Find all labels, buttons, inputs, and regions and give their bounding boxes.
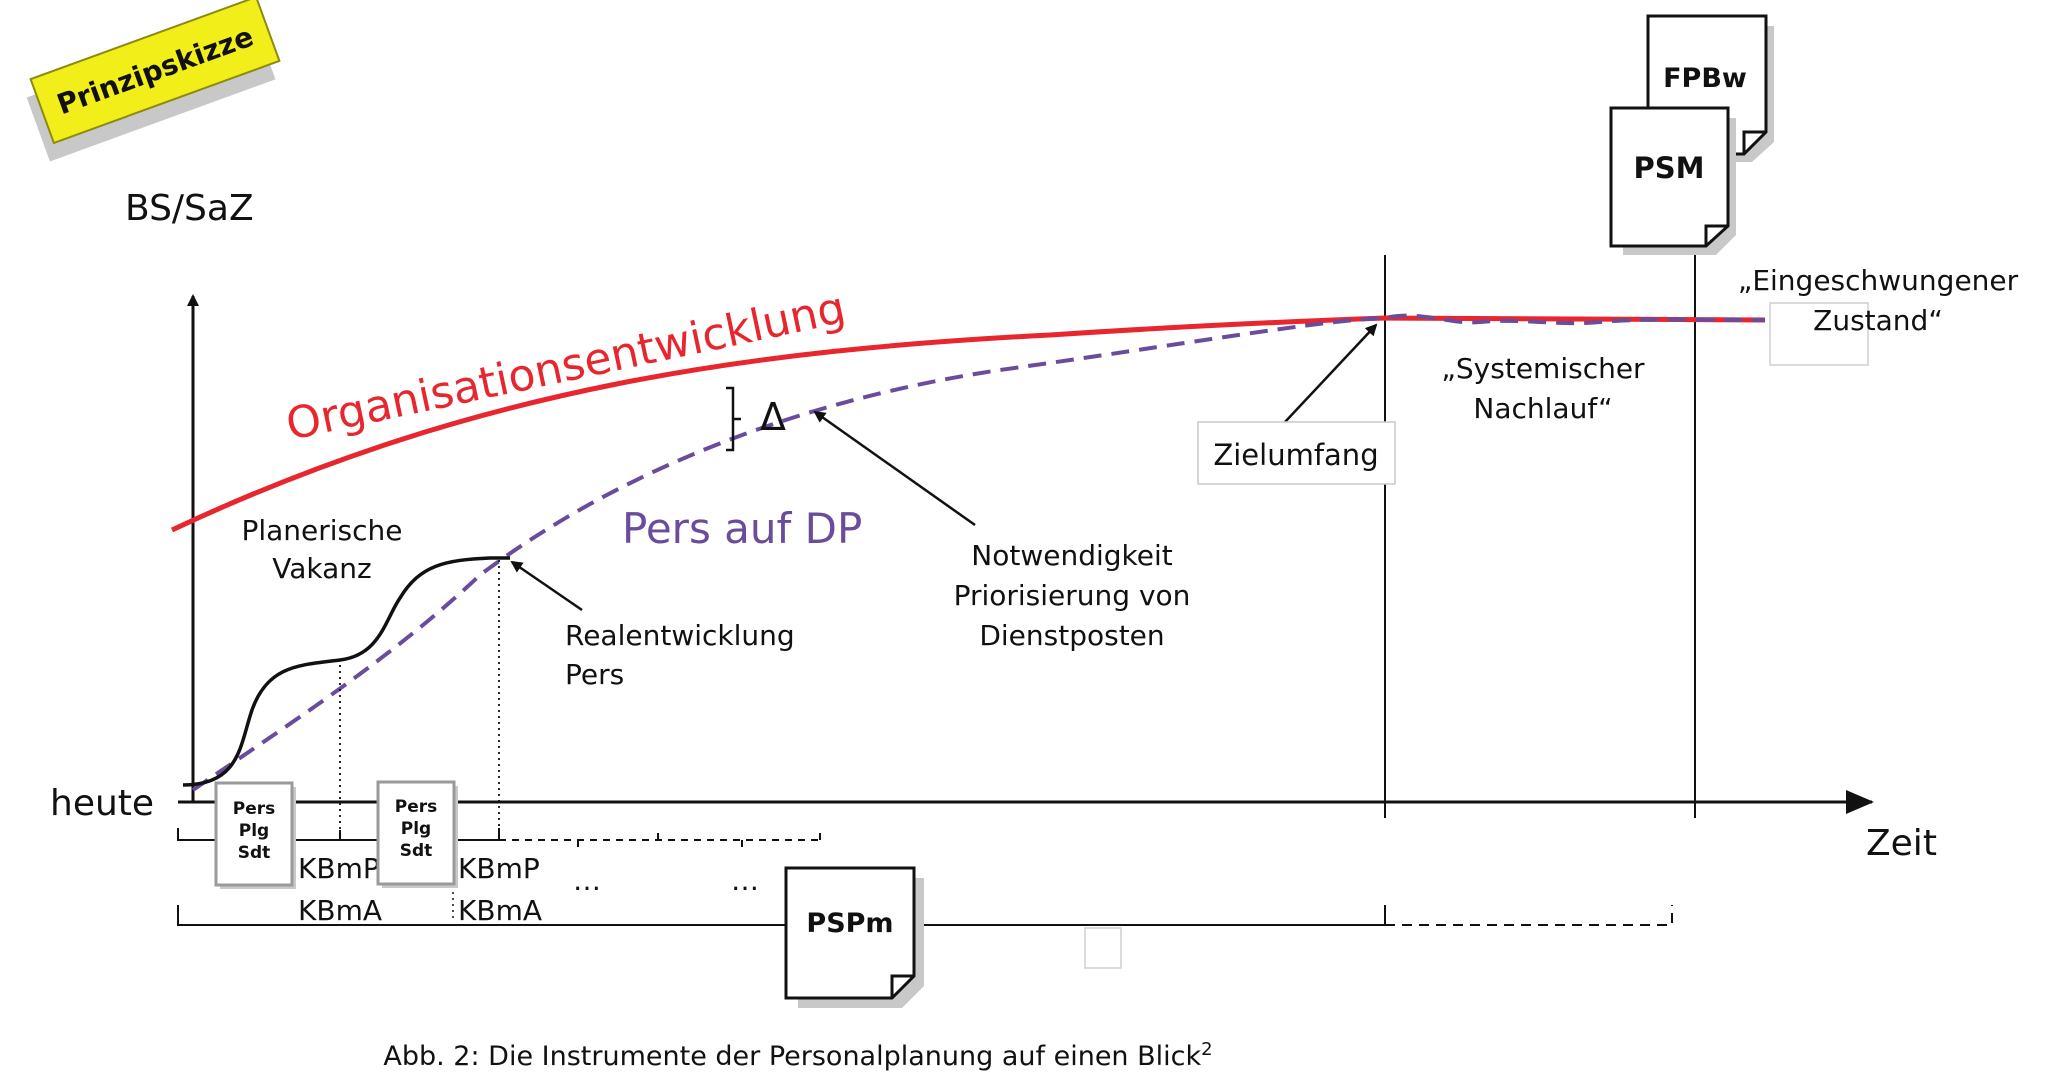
caption-text: Abb. 2: Die Instrumente der Personalplan… bbox=[383, 1041, 1201, 1072]
pers-curve bbox=[191, 313, 1766, 792]
small-empty-box bbox=[1084, 927, 1122, 969]
kbmp-label-2: KBmP bbox=[458, 852, 540, 885]
pers-curve-label: Pers auf DP bbox=[622, 504, 862, 553]
eingeschwungen-label-line-1: „Eingeschwungener bbox=[1738, 264, 2019, 297]
zielumfang-box bbox=[1197, 421, 1396, 485]
x-origin-label: heute bbox=[50, 783, 154, 824]
pspm-brace-dashed bbox=[1385, 905, 1673, 926]
systemisch-label-line-2: Nachlauf“ bbox=[1473, 392, 1612, 425]
zielumfang-label: Zielumfang bbox=[1213, 438, 1378, 472]
pspm-document: PSPm bbox=[784, 866, 924, 1008]
notwendigkeit-arrow bbox=[813, 410, 976, 527]
caption-footnote: 2 bbox=[1201, 1039, 1212, 1060]
pers-plg-2-line-1: Pers bbox=[395, 797, 438, 817]
real-curve bbox=[182, 556, 510, 787]
systemisch-label-line-1: „Systemischer bbox=[1441, 352, 1645, 385]
pers-plg-1-line-2: Plg bbox=[239, 821, 269, 841]
prinzipskizze-badge: Prinzipskizze bbox=[26, 0, 281, 162]
caption: Abb. 2: Die Instrumente der Personalplan… bbox=[383, 1039, 1212, 1072]
realentwicklung-label-line-2: Pers bbox=[565, 658, 624, 691]
kbma-label-2: KBmA bbox=[458, 894, 542, 927]
zielumfang-arrow bbox=[1284, 323, 1378, 423]
pers-plg-2-line-2: Plg bbox=[401, 819, 431, 839]
x-axis-label: Zeit bbox=[1866, 823, 1937, 864]
ellipsis-2: … bbox=[731, 864, 759, 897]
pspm-brace bbox=[177, 905, 1386, 926]
pers-plg-doc-1: Pers Plg Sdt bbox=[214, 781, 296, 889]
pspm-label: PSPm bbox=[806, 908, 893, 939]
ellipsis-1: … bbox=[573, 864, 601, 897]
kbmp-label-1: KBmP bbox=[298, 852, 380, 885]
eingeschwungen-label-line-2: Zustand“ bbox=[1813, 304, 1943, 337]
y-axis-label: BS/SaZ bbox=[125, 188, 254, 229]
delta-label: Δ bbox=[760, 395, 786, 439]
notwendigkeit-label-line-3: Dienstposten bbox=[979, 619, 1164, 652]
vakanz-label-line-2: Vakanz bbox=[272, 552, 371, 585]
pers-plg-2-line-3: Sdt bbox=[400, 841, 433, 861]
pers-plg-1-line-3: Sdt bbox=[238, 843, 271, 863]
notwendigkeit-label-line-1: Notwendigkeit bbox=[971, 539, 1172, 572]
fpbw-label: FPBw bbox=[1663, 63, 1747, 94]
delta-bracket bbox=[726, 386, 741, 452]
pers-plg-1-line-1: Pers bbox=[233, 799, 276, 819]
badge-background bbox=[29, 0, 281, 145]
psm-label: PSM bbox=[1634, 151, 1705, 185]
kbma-label-1: KBmA bbox=[298, 894, 382, 927]
realentwicklung-label-line-1: Realentwicklung bbox=[565, 619, 795, 652]
eingeschwungen-box bbox=[1769, 302, 1869, 366]
org-curve bbox=[170, 315, 1766, 533]
pers-plg-doc-2: Pers Plg Sdt bbox=[376, 780, 458, 888]
vakanz-label-line-1: Planerische bbox=[241, 514, 402, 547]
realentwicklung-arrow bbox=[510, 560, 583, 612]
kbm-brace-dashed bbox=[498, 828, 821, 850]
psm-document: PSM bbox=[1609, 106, 1736, 255]
notwendigkeit-label-line-2: Priorisierung von bbox=[954, 579, 1191, 612]
